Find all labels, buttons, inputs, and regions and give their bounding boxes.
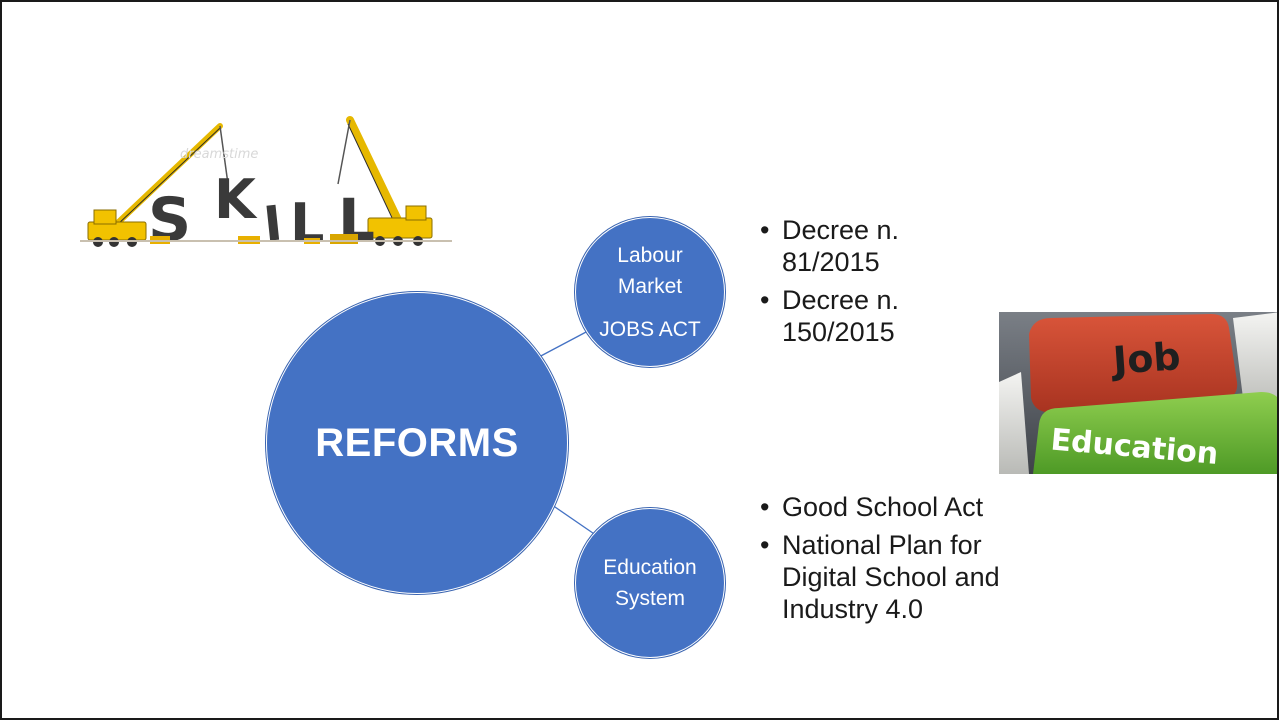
labour-title-line2: Market [617,274,683,298]
education-key [1033,392,1277,474]
labour-title-line1: Labour [617,243,683,267]
grey-key-right [1233,312,1277,414]
skill-construction-image: S K I L L dreamstime [80,116,452,252]
jobs-act-label: JOBS ACT [599,317,701,341]
skill-letter-k: K [214,168,258,231]
construction-vehicles-icon [80,234,452,244]
right-crane-icon [337,116,433,246]
education-system-circle: Education System [575,508,725,658]
education-bullet-list: Good School Act National Plan for Digita… [758,491,1018,631]
bullet-decree-150: Decree n. 150/2015 [758,284,998,348]
grey-key-left [999,372,1029,474]
bullet-decree-81: Decree n. 81/2015 [758,214,998,278]
bullet-national-plan: National Plan for Digital School and Ind… [758,529,1018,625]
job-key [1029,314,1238,413]
watermark-text: dreamstime [180,147,258,162]
labour-bullet-list: Decree n. 81/2015 Decree n. 150/2015 [758,214,998,354]
labour-market-circle: Labour Market JOBS ACT [575,217,725,367]
reforms-label: REFORMS [315,420,519,465]
bullet-good-school-act: Good School Act [758,491,1018,523]
education-title-line2: System [614,587,685,610]
skill-letter-i: I [261,195,285,252]
job-key-label: Job [1109,334,1182,383]
reforms-circle: REFORMS [266,292,568,594]
job-education-keyboard-image: Job Education [999,312,1277,474]
education-title-line1: Education [603,556,697,579]
